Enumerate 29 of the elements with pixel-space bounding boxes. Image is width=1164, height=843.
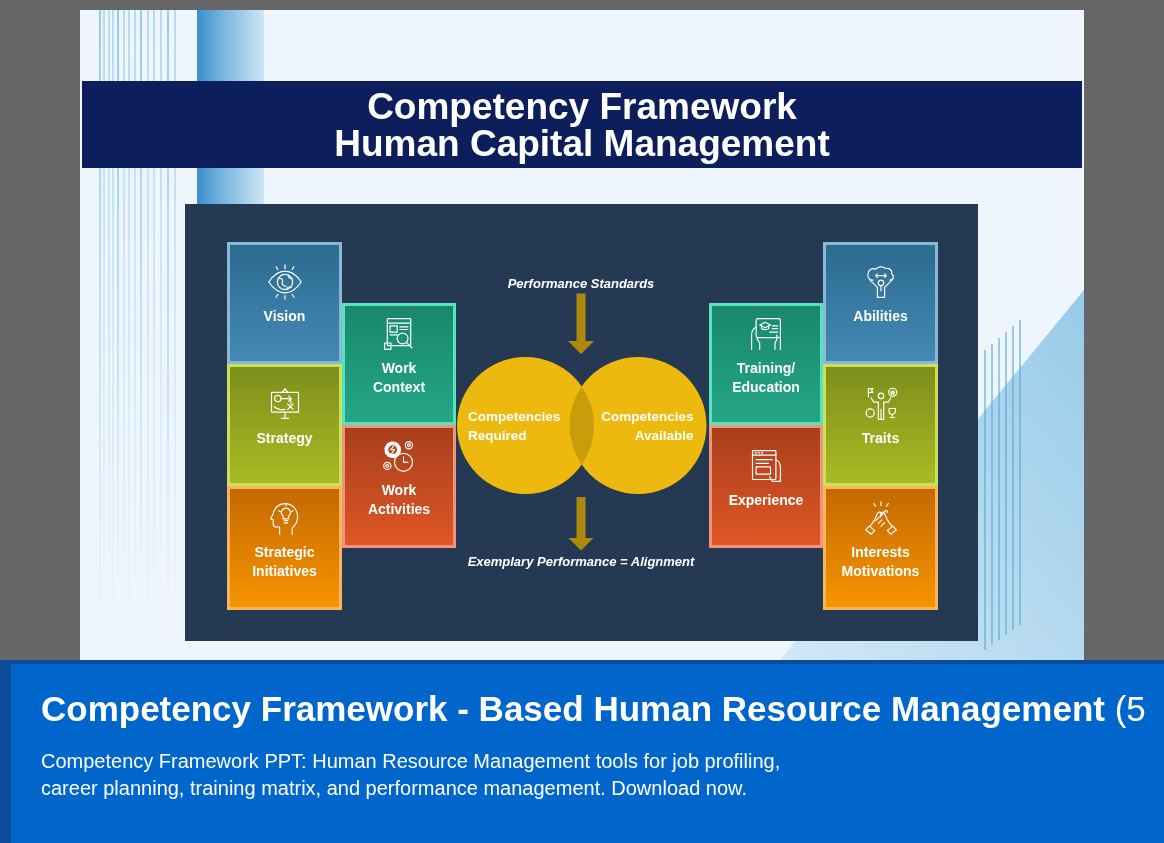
arrow [568, 293, 594, 354]
banner-description: Competency Framework PPT: Human Resource Management tools for job profiling, career planning, training matrix, and performance management. Download now. [41, 749, 782, 801]
category-tile [823, 242, 938, 364]
tile-label: Abilities [853, 307, 908, 326]
flow-caption: Performance Standards [507, 275, 655, 291]
tile-label: Traits [861, 429, 900, 448]
circle-label: Competencies Required [468, 407, 562, 445]
category-tile [823, 486, 938, 610]
tile-label: Vision [263, 307, 306, 326]
tile-label: Experience [728, 490, 804, 510]
category-tile [342, 425, 456, 548]
flow-caption: Exemplary Performance = Alignment [467, 553, 695, 569]
circle-label: Competencies Available [600, 407, 694, 445]
category-tile [709, 303, 823, 425]
tile-label: Interests Motivations [840, 542, 921, 581]
category-tile [227, 242, 342, 364]
category-tile [227, 364, 342, 486]
slide-title: Competency Framework Human Capital Management [333, 87, 831, 162]
arrow [568, 497, 594, 551]
tile-label: Work Activities [366, 481, 432, 519]
category-tile [823, 364, 938, 486]
category-tile [227, 486, 342, 610]
tile-label: Strategic Initiatives [251, 542, 318, 581]
category-tile [342, 303, 456, 425]
category-tile [709, 425, 823, 548]
tile-label: Work Context [371, 358, 427, 397]
tile-label: Training/ Education [731, 358, 801, 397]
banner-heading: Competency Framework - Based Human Resource Management (5 [41, 689, 1146, 729]
tile-label: Strategy [256, 429, 313, 448]
